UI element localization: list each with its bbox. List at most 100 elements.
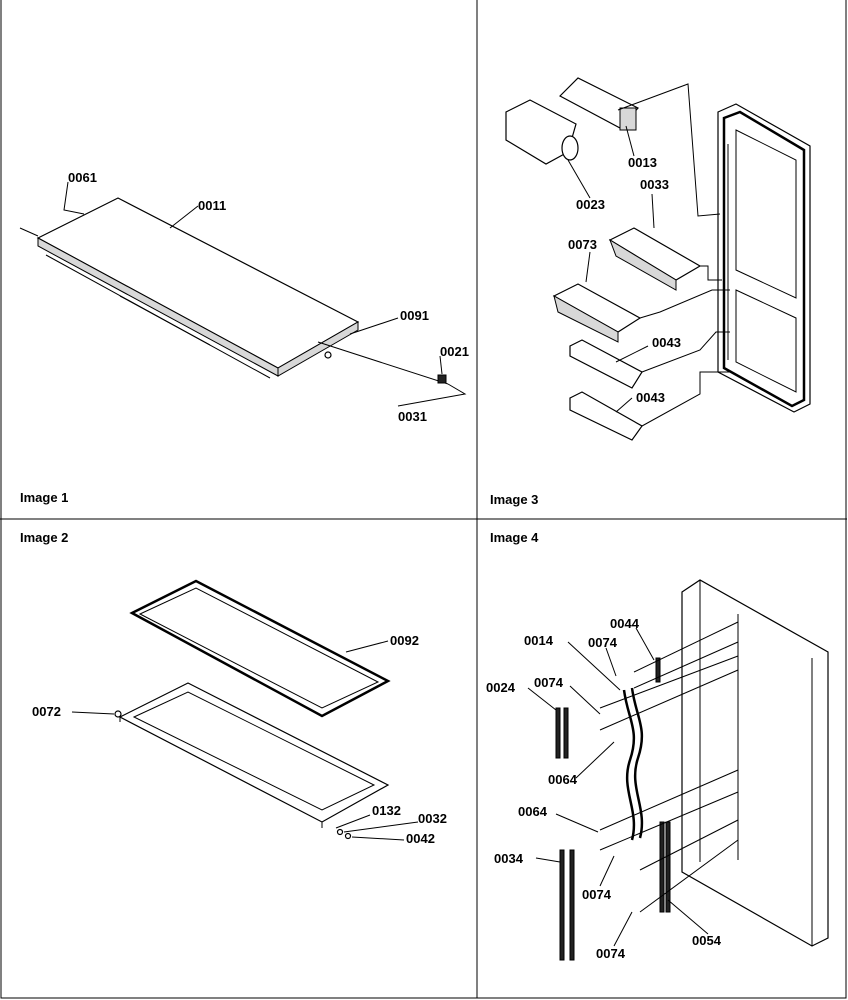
door-bin-0043-upper	[569, 339, 643, 389]
image-1-shelf-assembly	[19, 181, 467, 407]
leader-0032	[343, 821, 419, 833]
leader-dairy-to-door	[617, 83, 721, 217]
leader-0074-b	[569, 685, 601, 715]
caption-image-1: Image 1	[20, 490, 68, 505]
label-0024: 0024	[486, 680, 516, 695]
label-0021: 0021	[440, 344, 469, 359]
label-0092: 0092	[390, 633, 419, 648]
leader-0021	[439, 355, 443, 375]
label-0043-upper: 0043	[652, 335, 681, 350]
leader-0074-d	[613, 911, 633, 947]
label-0043-lower: 0043	[636, 390, 665, 405]
trim-0034-right	[569, 849, 575, 961]
leader-0072	[71, 711, 115, 715]
shelf-rod	[317, 341, 449, 385]
leader-0073	[585, 251, 591, 283]
leader-0043-lower-door	[641, 371, 730, 427]
label-0033: 0033	[640, 177, 669, 192]
leader-0043-upper-door	[641, 331, 730, 373]
image-2-glass-shelf-assembly	[71, 579, 419, 841]
label-0011: 0011	[198, 198, 226, 213]
leader-0042	[351, 836, 405, 841]
leader-0034	[535, 857, 561, 863]
shelf-frame	[118, 682, 390, 823]
leader-0023	[567, 159, 591, 199]
fastener-line-3	[599, 655, 739, 709]
image-4-handle-assembly	[527, 579, 829, 961]
door-lower-liner	[735, 289, 797, 393]
frame-clip-0072	[114, 710, 122, 718]
leader-0092	[345, 640, 389, 653]
fastener-line-6	[599, 791, 739, 851]
label-0061: 0061	[68, 170, 97, 185]
label-0091: 0091	[400, 308, 429, 323]
leader-0074-a	[605, 647, 617, 677]
leader-0074-c	[599, 855, 615, 887]
label-0023: 0023	[576, 197, 605, 212]
label-0044: 0044	[610, 616, 640, 631]
shelf-frame-inner	[132, 691, 376, 811]
trim-0044	[655, 657, 661, 683]
label-0074-bottom: 0074	[596, 946, 626, 961]
label-0132: 0132	[372, 803, 401, 818]
leader-0033	[651, 193, 655, 229]
leader-0031	[397, 383, 467, 407]
upper-handle-0014-back	[630, 687, 644, 839]
leader-0033-door	[700, 265, 722, 281]
label-0054: 0054	[692, 933, 722, 948]
label-0034: 0034	[494, 851, 524, 866]
dairy-cover-end	[561, 135, 579, 161]
door-gasket	[722, 110, 806, 408]
glass-panel-0092	[129, 579, 391, 718]
leader-0064-b	[555, 813, 599, 833]
label-0042: 0042	[406, 831, 435, 846]
shelf-panel-top	[36, 197, 360, 369]
label-0032: 0032	[418, 811, 447, 826]
leader-0014	[567, 641, 621, 691]
leader-0091	[349, 317, 399, 335]
frame-fastener-0042	[344, 832, 352, 840]
label-0073: 0073	[568, 237, 597, 252]
caption-image-4: Image 4	[490, 530, 539, 545]
rod-clip	[324, 351, 332, 359]
door-bin-0073-front	[553, 294, 619, 343]
trim-0024-left	[555, 707, 561, 759]
shelf-underside-rib	[119, 295, 211, 346]
label-0074-mid: 0074	[582, 887, 612, 902]
leader-0011	[169, 205, 199, 229]
leader-0054	[667, 899, 709, 935]
lower-handle-0054-b	[665, 821, 671, 913]
trim-0034-left	[559, 849, 565, 961]
dairy-bin-end	[619, 107, 637, 131]
caption-image-3: Image 3	[490, 492, 538, 507]
door-upper-liner	[735, 129, 797, 299]
leader-0061	[63, 181, 85, 215]
door-panel	[681, 579, 829, 947]
label-0014: 0014	[524, 633, 554, 648]
fastener-line-1	[633, 621, 739, 673]
caption-image-2: Image 2	[20, 530, 68, 545]
leader-0013	[625, 125, 635, 157]
leader-0064-a	[575, 741, 615, 779]
leader-0043-lower	[615, 397, 633, 413]
leader-0024	[527, 687, 557, 711]
label-0074-left: 0074	[534, 675, 564, 690]
leader-0044	[635, 627, 655, 661]
shelf-panel-side-edge	[277, 321, 359, 377]
frame-fastener-0032	[336, 828, 344, 836]
glass-panel-inner	[138, 587, 380, 709]
fastener-line-4	[599, 669, 739, 731]
screw-part	[19, 227, 39, 237]
fastener-line-8	[639, 839, 739, 913]
label-0074-upper: 0074	[588, 635, 618, 650]
label-0064-upper: 0064	[548, 772, 578, 787]
label-0031: 0031	[398, 409, 427, 424]
upper-handle-0014	[622, 689, 636, 841]
leader-0132	[335, 814, 371, 829]
fastener-line-5	[599, 769, 739, 831]
leader-0043-upper	[615, 345, 649, 363]
